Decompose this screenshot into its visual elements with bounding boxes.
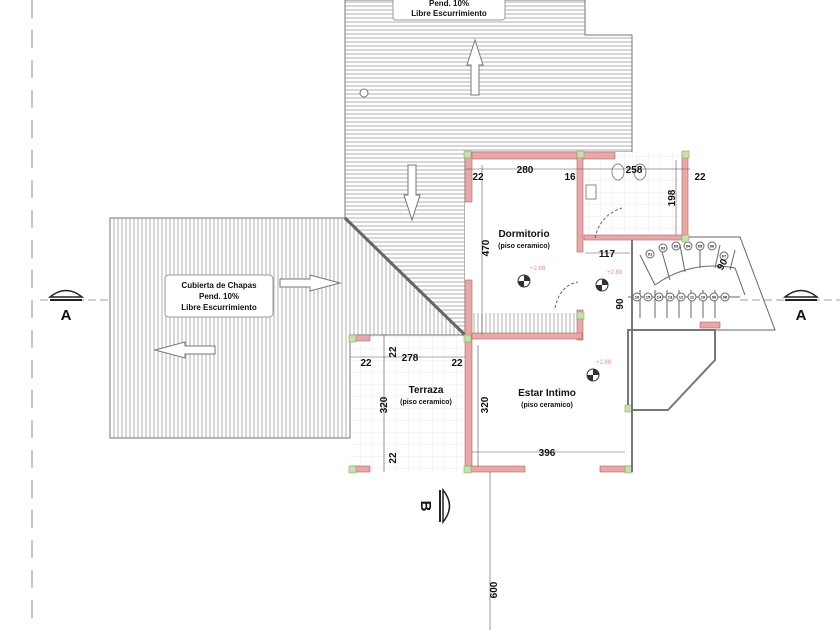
section-label-left: A (61, 307, 72, 324)
stair-step-number: 06 (710, 244, 715, 249)
level-estar: +2.88 (596, 360, 612, 366)
stair-step-marker (658, 243, 668, 253)
terrace-floor (350, 335, 465, 472)
dim-dorm-height: 470 (481, 239, 492, 256)
stair-step-number: 14 (657, 295, 662, 300)
stair-step-marker (695, 241, 705, 251)
dim-terrace-wall-top: 22 (388, 346, 399, 358)
stair-step-marker (654, 292, 664, 302)
doors (554, 207, 623, 309)
dim-stair-width-a: 90 (715, 257, 730, 273)
dim-terrace-height: 320 (379, 396, 390, 413)
dim-terrace-width: 278 (402, 353, 419, 364)
stair-step-number: 15 (646, 295, 651, 300)
walls (349, 151, 721, 473)
stair-step-marker (698, 292, 708, 302)
top-roof-drain: Libre Escurrimiento (411, 9, 487, 18)
stair-step-numbers: 01 02 03 04 05 06 07 16 15 14 13 12 11 10 09 08 (632, 241, 730, 302)
dim-dorm-wall-mid: 16 (564, 172, 576, 183)
dim-terrace-wall-bottom: 22 (388, 452, 399, 464)
bathroom-floor (582, 152, 687, 237)
room-name-estar: Estar Intimo (518, 388, 576, 399)
stair-step-number: 09 (712, 295, 717, 300)
section-label-right: A (796, 307, 807, 324)
left-roof-drain: Libre Escurrimiento (181, 303, 257, 312)
stair-step-marker (709, 292, 719, 302)
dim-estar-width: 396 (539, 448, 556, 459)
bathroom-fixtures (585, 163, 647, 200)
dim-dorm-wall-left: 22 (472, 172, 484, 183)
level-dormitorio: +2.88 (530, 266, 546, 272)
stair-step-marker (719, 251, 729, 261)
stair-step-number: 02 (661, 246, 666, 251)
columns (348, 150, 690, 474)
room-floor-estar: (piso ceramico) (521, 402, 573, 409)
roof-ridge (343, 216, 467, 337)
stair-step-number: 13 (668, 295, 673, 300)
drain-icon (359, 88, 369, 98)
dim-terrace-wall-left: 22 (360, 358, 372, 369)
left-roof-material: Cubierta de Chapas (181, 281, 257, 290)
room-name-terraza: Terraza (409, 385, 444, 396)
dimension-lines (350, 160, 690, 630)
stair-step-marker (707, 241, 717, 251)
stair-step-number: 05 (698, 244, 703, 249)
stair-step-number: 07 (722, 254, 727, 259)
section-mark-bottom: B (417, 487, 451, 525)
dim-dorm-width: 280 (517, 165, 534, 176)
dim-bath-wall-right: 22 (694, 172, 706, 183)
top-roof-slope: Pend. 10% (429, 0, 469, 8)
stair-step-number: 11 (690, 295, 695, 300)
stair-step-marker (645, 249, 655, 259)
bay-window (627, 329, 716, 411)
dim-bath-height: 198 (667, 189, 678, 206)
dim-terrace-wall-right: 22 (451, 358, 463, 369)
stair-step-number: 12 (679, 295, 684, 300)
section-mark-left: A (40, 289, 110, 324)
room-floor-terraza: (piso ceramico) (400, 399, 452, 406)
stair-step-marker (687, 292, 697, 302)
dim-estar-height: 320 (480, 396, 491, 413)
slope-arrows (153, 38, 484, 359)
stair-step-marker (671, 241, 681, 251)
stair-step-number: 16 (635, 295, 640, 300)
stair-step-number: 01 (648, 252, 653, 257)
stair-step-number: 04 (686, 244, 691, 249)
stair-step-number: 03 (674, 244, 679, 249)
dim-bath-width: 258 (626, 165, 643, 176)
dim-axis-length: 600 (489, 581, 500, 598)
dim-hall-width: 117 (599, 249, 616, 260)
level-markers (517, 274, 609, 382)
section-label-bottom: B (417, 501, 434, 512)
stair-step-marker (720, 292, 730, 302)
room-name-dormitorio: Dormitorio (498, 229, 549, 240)
stair-step-number: 10 (701, 295, 706, 300)
section-mark-right: A (740, 289, 840, 324)
dim-stair-width-b: 90 (615, 298, 626, 310)
stair-step-marker (665, 292, 675, 302)
room-floor-dormitorio: (piso ceramico) (498, 243, 550, 250)
level-hall: +2.88 (607, 270, 623, 276)
left-roof-slope: Pend. 10% (199, 292, 239, 301)
stair-step-marker (643, 292, 653, 302)
stair-step-number: 08 (723, 295, 728, 300)
stair-step-marker (676, 292, 686, 302)
